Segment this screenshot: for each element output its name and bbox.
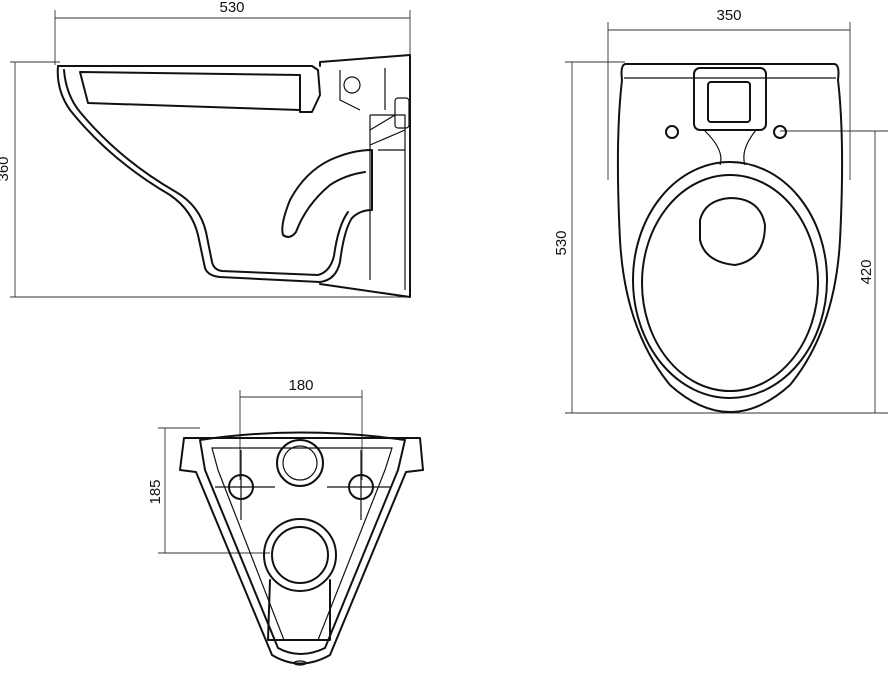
side-height-dimension: 360 [0, 61, 410, 298]
top-length-dimension: 530 [553, 61, 888, 414]
side-profile [56, 54, 411, 298]
mount-spacing-dimension: 180 [239, 377, 363, 480]
side-width-dimension: 530 [54, 0, 411, 65]
top-outline [616, 63, 844, 413]
mounting-hole-left [665, 125, 679, 139]
top-view: 350 530 420 [553, 7, 888, 414]
mount-height-label: 185 [147, 479, 164, 504]
rear-outline [179, 431, 424, 666]
side-view: 530 360 [0, 0, 411, 298]
mount-spacing-label: 180 [288, 377, 313, 394]
rear-view: 180 185 [147, 377, 424, 666]
hole-to-front-label: 420 [858, 259, 875, 284]
top-length-label: 530 [553, 230, 570, 255]
mounting-hole-right [773, 125, 787, 139]
top-width-dimension: 350 [607, 7, 851, 180]
top-width-label: 350 [716, 7, 741, 24]
side-height-label: 360 [0, 156, 12, 181]
side-width-label: 530 [219, 0, 244, 16]
flush-fitting-icon [343, 76, 361, 94]
hole-to-front-dimension: 420 [780, 130, 888, 413]
mount-height-dimension: 185 [147, 427, 270, 554]
